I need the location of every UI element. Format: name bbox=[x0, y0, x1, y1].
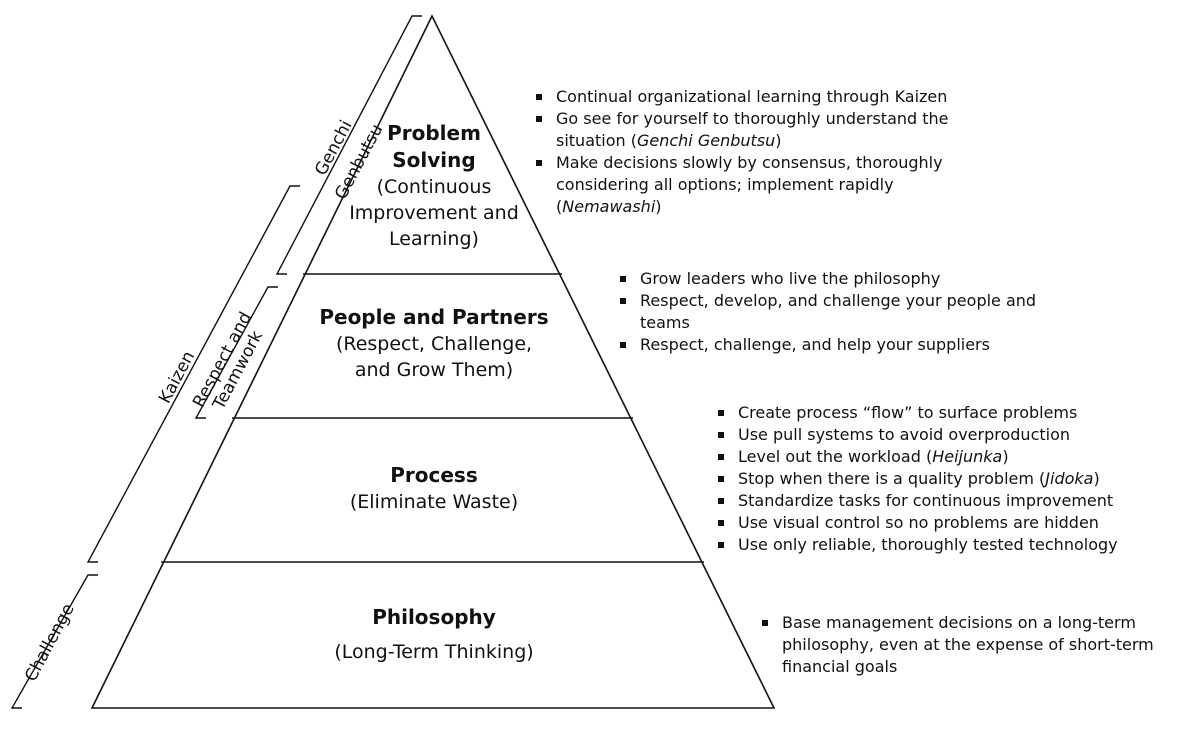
bullet-item: Base management decisions on a long-term… bbox=[760, 612, 1190, 678]
pyramid-outline bbox=[90, 14, 776, 709]
bullet-term: Genchi Genbutsu bbox=[636, 131, 776, 150]
level-problem-solving: Problem Solving (Continuous Improvement … bbox=[334, 120, 534, 252]
bracket-genchi-genbutsu bbox=[275, 15, 422, 275]
bullet-text-end: ) bbox=[775, 131, 782, 150]
process-sub: (Eliminate Waste) bbox=[349, 491, 519, 513]
philosophy-title: Philosophy bbox=[372, 605, 496, 629]
people-sub-2: and Grow Them) bbox=[354, 359, 514, 381]
problem-solving-sub-2: Improvement and bbox=[349, 202, 519, 224]
bullet-item: Use only reliable, thoroughly tested tec… bbox=[716, 534, 1156, 556]
bullet-item: Create process “flow” to surface problem… bbox=[716, 402, 1156, 424]
bullet-text: Use visual control so no problems are hi… bbox=[738, 513, 1099, 532]
problem-solving-sub-3: Learning) bbox=[389, 228, 479, 250]
bullet-item: Make decisions slowly by consensus, thor… bbox=[534, 152, 974, 218]
bullets-problem-solving: Continual organizational learning throug… bbox=[534, 86, 974, 218]
bullet-item: Level out the workload (Heijunka) bbox=[716, 446, 1156, 468]
bullet-term: Nemawashi bbox=[562, 197, 656, 216]
problem-solving-title-2: Solving bbox=[392, 148, 476, 172]
bullets-process: Create process “flow” to surface problem… bbox=[716, 402, 1156, 556]
bullet-term: Jidoka bbox=[1045, 469, 1094, 488]
people-sub-1: (Respect, Challenge, bbox=[335, 333, 533, 355]
bullet-text: Stop when there is a quality problem ( bbox=[738, 469, 1046, 488]
bullet-text-end: ) bbox=[655, 197, 662, 216]
level-philosophy: Philosophy (Long-Term Thinking) bbox=[304, 604, 564, 665]
bullet-text: Continual organizational learning throug… bbox=[556, 87, 948, 106]
bracket-challenge bbox=[10, 574, 98, 709]
bullet-text: Use pull systems to avoid overproduction bbox=[738, 425, 1071, 444]
bracket-respect-teamwork bbox=[194, 286, 278, 419]
bullet-item: Go see for yourself to thoroughly unders… bbox=[534, 108, 974, 152]
bullet-text: Make decisions slowly by consensus, thor… bbox=[556, 153, 943, 216]
process-title: Process bbox=[390, 463, 478, 487]
level-process: Process (Eliminate Waste) bbox=[324, 462, 544, 515]
bullet-text: Level out the workload ( bbox=[738, 447, 933, 466]
bullet-term: Heijunka bbox=[932, 447, 1003, 466]
bullet-item: Grow leaders who live the philosophy bbox=[618, 268, 1068, 290]
bracket-kaizen bbox=[86, 185, 300, 563]
bullet-item: Continual organizational learning throug… bbox=[534, 86, 974, 108]
bullets-philosophy: Base management decisions on a long-term… bbox=[760, 612, 1190, 678]
bullet-text: Respect, challenge, and help your suppli… bbox=[640, 335, 990, 354]
bullet-item: Standardize tasks for continuous improve… bbox=[716, 490, 1156, 512]
bullet-text: Go see for yourself to thoroughly unders… bbox=[556, 109, 949, 150]
bullet-text-end: ) bbox=[1093, 469, 1100, 488]
bullet-item: Stop when there is a quality problem (Ji… bbox=[716, 468, 1156, 490]
problem-solving-sub-1: (Continuous bbox=[376, 176, 492, 198]
bullet-item: Respect, challenge, and help your suppli… bbox=[618, 334, 1068, 356]
problem-solving-title-1: Problem bbox=[387, 121, 481, 145]
bullet-text: Grow leaders who live the philosophy bbox=[640, 269, 941, 288]
bullet-item: Use pull systems to avoid overproduction bbox=[716, 424, 1156, 446]
bullet-text: Base management decisions on a long-term… bbox=[782, 613, 1154, 676]
bullet-text: Use only reliable, thoroughly tested tec… bbox=[738, 535, 1118, 554]
bullet-text: Respect, develop, and challenge your peo… bbox=[640, 291, 1037, 332]
people-title: People and Partners bbox=[319, 305, 549, 329]
level-people-partners: People and Partners (Respect, Challenge,… bbox=[294, 304, 574, 383]
bullet-text: Standardize tasks for continuous improve… bbox=[738, 491, 1114, 510]
philosophy-sub: (Long-Term Thinking) bbox=[334, 641, 534, 663]
bullet-text: Create process “flow” to surface problem… bbox=[738, 403, 1078, 422]
bullet-item: Use visual control so no problems are hi… bbox=[716, 512, 1156, 534]
bullet-item: Respect, develop, and challenge your peo… bbox=[618, 290, 1068, 334]
bullet-text-end: ) bbox=[1002, 447, 1009, 466]
